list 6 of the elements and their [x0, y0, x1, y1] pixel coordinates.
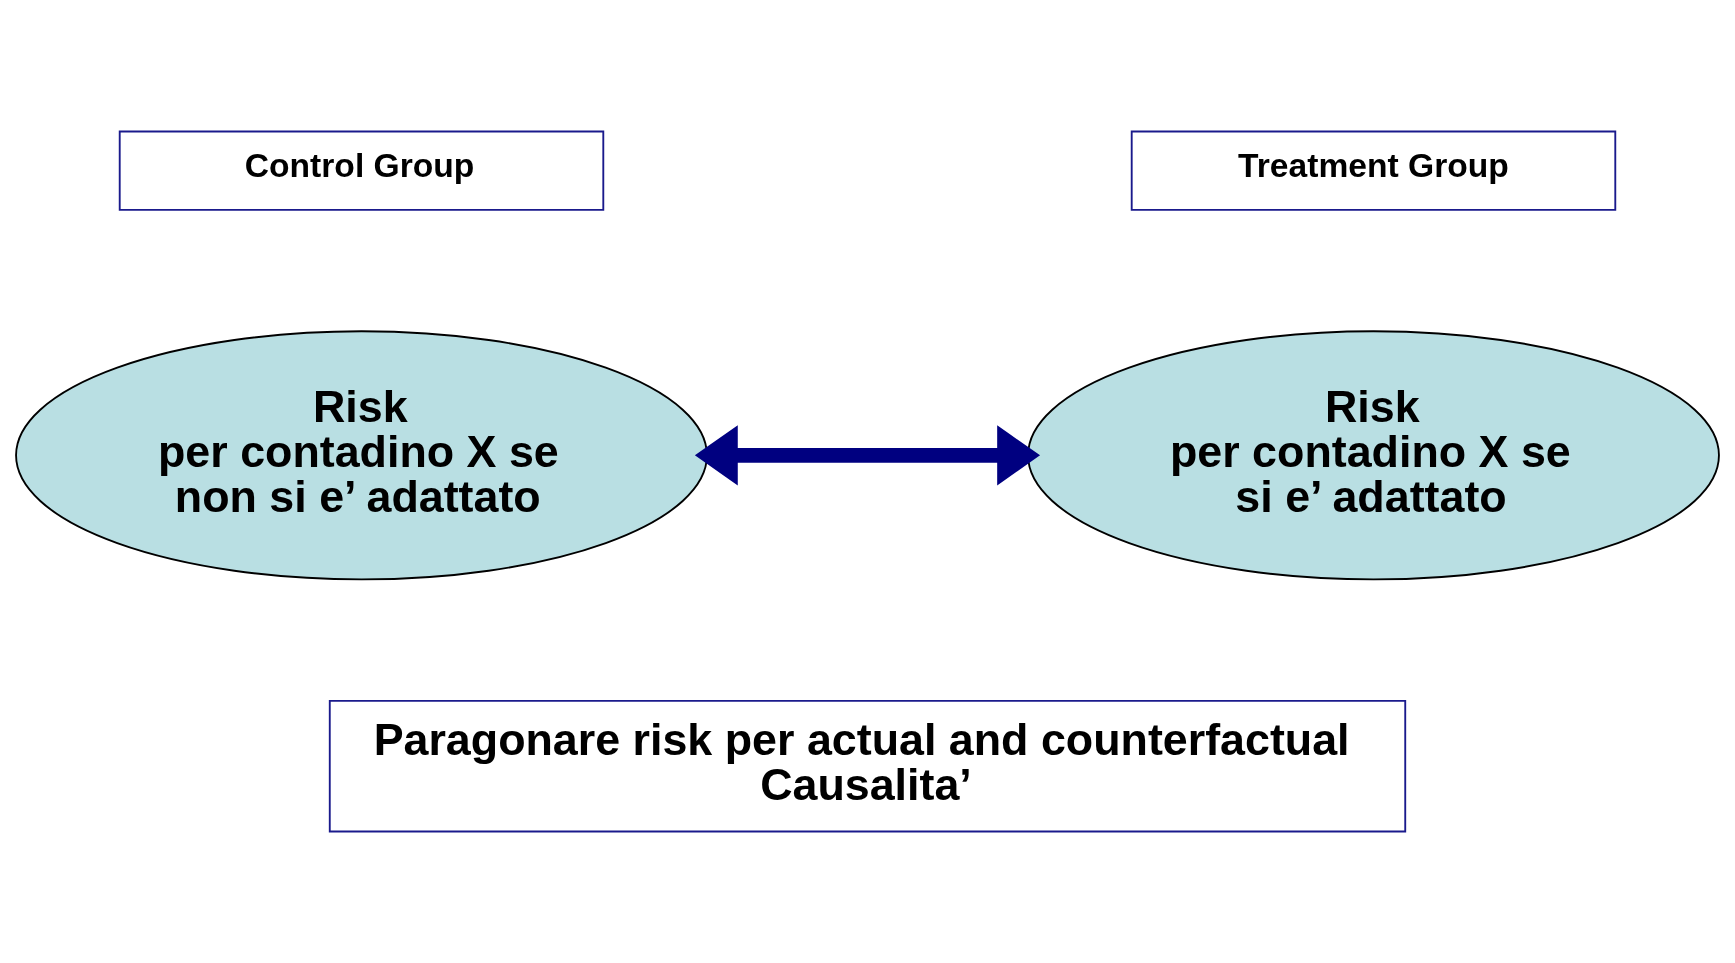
node-box: Treatment Group [1130, 130, 1617, 211]
node-box: Control Group [118, 130, 605, 211]
arrow [694, 425, 1041, 486]
node-box: Paragonare risk per actual and counterfactual Causalita’ [328, 699, 1407, 833]
node-ellipse: Risk per contadino X se si e’ adattato [1027, 330, 1720, 581]
node-ellipse: Risk per contadino X se non si e’ adattato [15, 330, 708, 581]
